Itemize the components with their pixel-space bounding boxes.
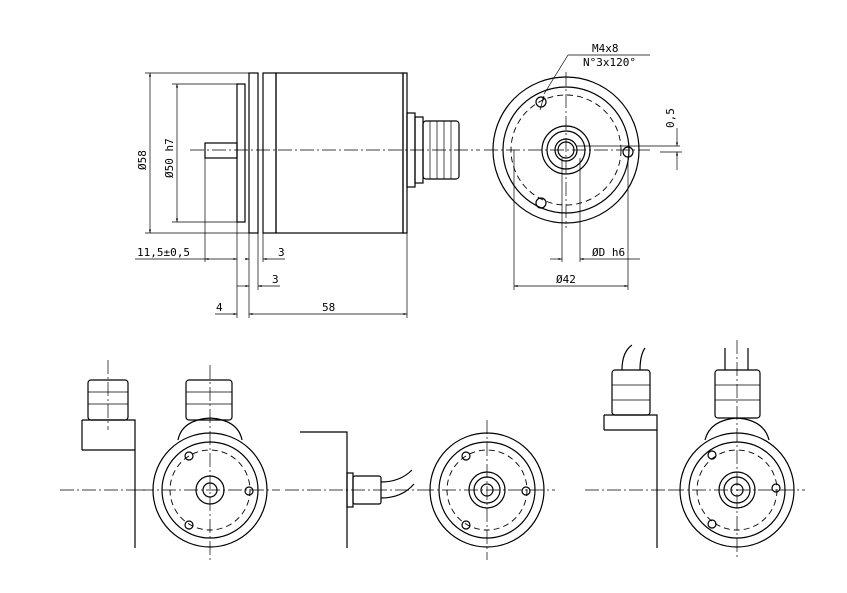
- dim-flange-3b: 3: [272, 273, 279, 286]
- bottom-view-1: [60, 360, 148, 548]
- bottom-view-2: [140, 365, 280, 560]
- bottom-view-3: [285, 431, 420, 548]
- dim-offset: 0,5: [664, 108, 677, 128]
- side-view: Ø58 Ø50 h7 11,5±0,5 3 3 4 58: [135, 72, 480, 318]
- dim-shaft-length: 11,5±0,5: [137, 246, 190, 259]
- bottom-view-4: [420, 420, 555, 560]
- note-holes: N°3x120°: [583, 56, 636, 69]
- bottom-view-5: [585, 344, 670, 548]
- dim-flange-3a: 3: [278, 246, 285, 259]
- dim-pcd-42: Ø42: [556, 273, 576, 286]
- dim-dia-58: Ø58: [136, 150, 149, 170]
- note-thread: M4x8: [592, 42, 619, 55]
- dim-spigot-4: 4: [216, 301, 223, 314]
- dim-body-58: 58: [322, 301, 335, 314]
- dim-dia-50: Ø50 h7: [163, 138, 176, 178]
- dim-shaft-dia: ØD h6: [592, 246, 625, 259]
- front-view: Ø42 ØD h6 0,5 M4x8 N°3x120°: [484, 42, 682, 290]
- bottom-view-6: [670, 340, 805, 560]
